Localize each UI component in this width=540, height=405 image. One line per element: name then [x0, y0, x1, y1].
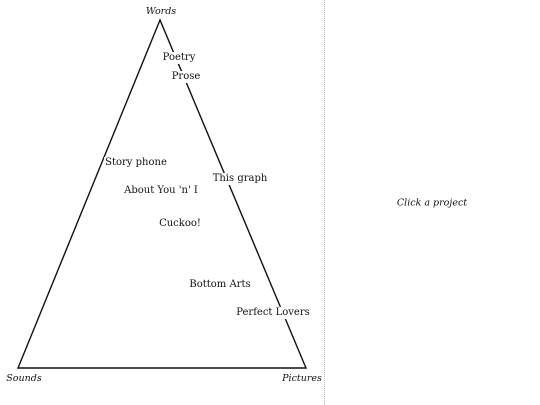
project-cuckoo[interactable]: Cuckoo!	[158, 218, 202, 230]
ternary-triangle	[16, 18, 308, 369]
triangle-outline	[16, 18, 308, 369]
project-this-graph[interactable]: This graph	[211, 173, 269, 185]
project-poetry[interactable]: Poetry	[161, 52, 197, 64]
project-prose[interactable]: Prose	[170, 71, 202, 83]
corner-label-words: Words	[145, 6, 177, 17]
project-about-you-n-i[interactable]: About You 'n' I	[123, 185, 199, 197]
corner-label-sounds: Sounds	[6, 373, 42, 384]
project-perfect-lovers[interactable]: Perfect Lovers	[235, 307, 311, 319]
project-bottom-arts[interactable]: Bottom Arts	[188, 279, 252, 291]
detail-panel-hint: Click a project	[396, 197, 468, 209]
corner-label-pictures: Pictures	[282, 373, 322, 384]
project-story-phone[interactable]: Story phone	[104, 157, 168, 169]
panel-divider	[324, 0, 325, 405]
